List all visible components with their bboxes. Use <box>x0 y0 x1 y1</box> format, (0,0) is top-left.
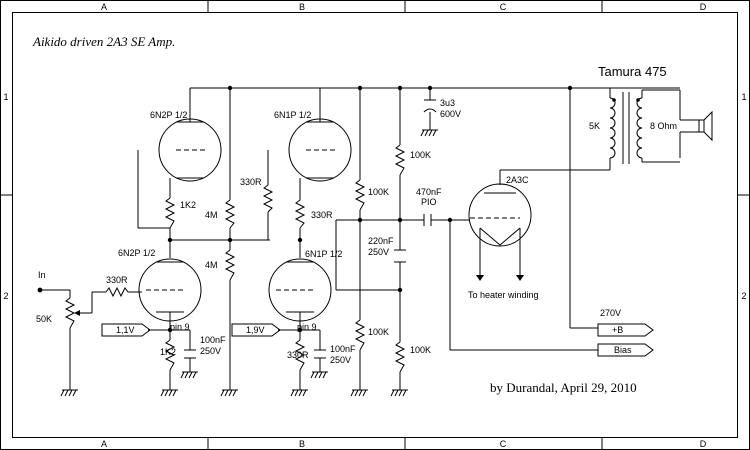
tube-6n2p-lower <box>138 258 202 322</box>
label-pin9-b: pin 9 <box>297 322 317 332</box>
resistor-100k-lower-right <box>394 341 406 373</box>
label-100nf-1: 100nF <box>200 335 226 345</box>
label-100k-c: 100K <box>368 327 389 337</box>
label-pin9-a: pin 9 <box>170 322 190 332</box>
tube-6n1p-lower <box>268 258 332 322</box>
tube-label-t3: 6N2P 1/2 <box>118 248 155 258</box>
cap-3u3-plate-b <box>423 108 437 113</box>
secondary-dot <box>636 98 640 102</box>
row-label-2-right: 2 <box>741 291 746 301</box>
potentiometer-50k <box>64 297 76 329</box>
label-1-9v: 1,9V <box>246 325 265 335</box>
resistor-100k-lower-left <box>354 319 366 351</box>
label-in: In <box>38 270 46 280</box>
label-1-1v: 1,1V <box>116 325 135 335</box>
tube-label-t4: 6N1P 1/2 <box>305 249 342 259</box>
connector-1-1v <box>101 323 151 337</box>
label-3u3: 3u3 <box>440 98 455 108</box>
label-100k-d: 100K <box>410 345 431 355</box>
resistors <box>64 144 406 373</box>
transformer-name: Tamura 475 <box>598 64 667 79</box>
tube-6n2p-upper <box>158 118 222 182</box>
tube-label-t2: 6N1P 1/2 <box>274 110 311 120</box>
label-330r-k2: 330R <box>311 210 333 220</box>
col-label-b-top: B <box>299 2 305 12</box>
output-transformer <box>609 92 643 164</box>
resistor-1k2-upper <box>164 197 176 229</box>
label-r-k3: 1K2 <box>160 347 176 357</box>
ground-symbols <box>60 129 438 397</box>
schematic-title: Aikido driven 2A3 SE Amp. <box>32 34 175 49</box>
connector-1-9v <box>231 323 281 337</box>
col-label-a-bottom: A <box>101 439 107 449</box>
label-100nf-2-v: 250V <box>330 355 351 365</box>
label-100k-a: 100K <box>410 150 431 160</box>
label-r-in: 330R <box>106 275 128 285</box>
resistor-4m-lower <box>224 249 236 281</box>
resistor-330r-k2 <box>294 199 306 229</box>
capacitors <box>184 99 437 359</box>
resistor-330r-input <box>105 286 129 298</box>
resistor-330r-k4 <box>294 339 306 371</box>
tube-label-t5: 2A3C <box>506 175 529 185</box>
row-label-1-right: 1 <box>741 92 746 102</box>
label-600v: 600V <box>440 109 461 119</box>
label-470nf: 470nF <box>416 187 442 197</box>
pot-wiper-arrow <box>74 310 80 316</box>
connector-b-plus <box>597 323 654 337</box>
label-220nf: 220nF <box>368 236 394 246</box>
label-heater: To heater winding <box>468 290 539 300</box>
junction-dots <box>37 85 573 333</box>
label-bias: Bias <box>614 345 632 355</box>
label-pio: PIO <box>421 197 437 207</box>
row-label-1-left: 1 <box>3 92 8 102</box>
resistor-100k-plate <box>394 144 406 176</box>
label-100k-b: 100K <box>368 187 389 197</box>
inner-frame <box>12 12 738 438</box>
label-8-ohm: 8 Ohm <box>650 121 677 131</box>
label-4m-top: 4M <box>205 210 218 220</box>
col-label-c-top: C <box>500 2 507 12</box>
col-label-a-top: A <box>101 2 107 12</box>
signature: by Durandal, April 29, 2010 <box>490 380 637 395</box>
tube-label-t1: 6N2P 1/2 <box>150 110 187 120</box>
col-label-c-bottom: C <box>500 439 507 449</box>
label-5k: 5K <box>589 121 600 131</box>
label-b-plus: +B <box>612 325 623 335</box>
connector-bias <box>597 343 654 357</box>
label-r-k1: 1K2 <box>180 200 196 210</box>
col-label-d-top: D <box>700 2 707 12</box>
tube-6n1p-upper <box>288 118 352 182</box>
label-pot: 50K <box>36 314 52 324</box>
col-label-b-bottom: B <box>299 439 305 449</box>
row-label-2-left: 2 <box>3 291 8 301</box>
resistor-330r-grid <box>262 184 274 213</box>
wires <box>40 87 681 390</box>
resistor-4m-upper <box>224 199 236 229</box>
label-100nf-2: 100nF <box>330 344 356 354</box>
speaker-icon <box>680 110 713 142</box>
col-label-d-bottom: D <box>700 439 707 449</box>
label-270v: 270V <box>600 308 621 318</box>
label-330r-k4: 330R <box>287 350 309 360</box>
resistor-1k2-lower <box>164 339 176 371</box>
label-330r-top: 330R <box>240 177 262 187</box>
label-4m-bot: 4M <box>205 260 218 270</box>
resistor-100k-mid <box>354 179 366 211</box>
tube-2a3 <box>468 183 532 281</box>
label-100nf-1-v: 250V <box>200 346 221 356</box>
primary-dot <box>612 98 616 102</box>
label-220nf-v: 250V <box>368 247 389 257</box>
